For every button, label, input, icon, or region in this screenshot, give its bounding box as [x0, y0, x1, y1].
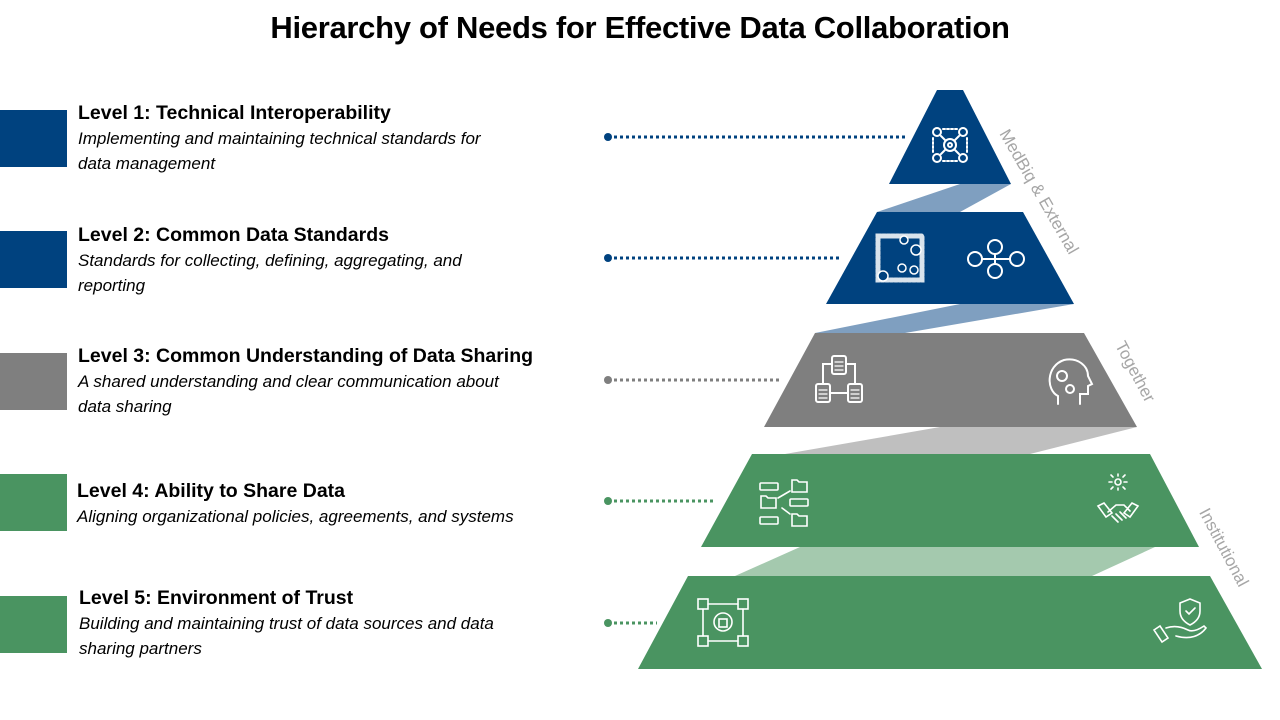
level-1-desc-line1: Implementing and maintaining technical s…	[78, 129, 481, 148]
page-title: Hierarchy of Needs for Effective Data Co…	[270, 10, 1010, 45]
handshake-data-icon	[1096, 473, 1140, 523]
blockchain-lock-icon	[697, 598, 749, 647]
level-2-legend: Level 2: Common Data Standards Standards…	[0, 222, 600, 302]
connected-users-icon	[967, 239, 1025, 279]
level-2-desc-line2: reporting	[78, 276, 146, 295]
pyramid-level-5	[638, 576, 1262, 669]
band-4-5	[735, 547, 1155, 576]
hand-shield-icon	[1152, 598, 1208, 644]
head-gears-icon	[1048, 358, 1094, 405]
level-3-desc-line2: data sharing	[78, 397, 172, 416]
pyramid-level-4	[701, 454, 1199, 547]
band-3-4	[785, 427, 1137, 454]
level-4-legend: Level 4: Ability to Share Data Aligning …	[0, 474, 600, 538]
level-3-legend: Level 3: Common Understanding of Data Sh…	[0, 343, 600, 423]
network-gears-icon	[932, 127, 968, 163]
level-5-title: Level 5: Environment of Trust	[79, 587, 354, 609]
level-2-swatch	[0, 231, 67, 288]
leader-line-4	[604, 497, 714, 505]
pyramid-level-1	[889, 90, 1011, 184]
leader-line-3	[604, 376, 782, 384]
level-5-desc-line2: sharing partners	[79, 639, 202, 658]
binary-data-icon	[875, 233, 925, 283]
leader-line-2	[604, 254, 840, 262]
level-1-desc-line2: data management	[78, 154, 216, 173]
level-1-legend: Level 1: Technical Interoperability Impl…	[0, 100, 600, 180]
pyramid-level-3	[764, 333, 1137, 427]
level-1-title: Level 1: Technical Interoperability	[78, 102, 391, 124]
level-5-desc-line1: Building and maintaining trust of data s…	[79, 614, 494, 633]
level-2-title: Level 2: Common Data Standards	[78, 224, 389, 246]
band-2-3	[815, 304, 1074, 333]
document-hierarchy-icon	[815, 355, 863, 403]
level-4-desc-line1: Aligning organizational policies, agreem…	[77, 507, 514, 526]
level-2-desc-line1: Standards for collecting, defining, aggr…	[78, 251, 462, 270]
level-3-swatch	[0, 353, 67, 410]
level-3-title: Level 3: Common Understanding of Data Sh…	[78, 345, 534, 367]
file-transfer-icon	[759, 479, 809, 527]
level-5-legend: Level 5: Environment of Trust Building a…	[0, 585, 600, 665]
pyramid-level-2	[826, 212, 1074, 304]
level-1-swatch	[0, 110, 67, 167]
leader-line-5	[604, 619, 657, 627]
level-4-title: Level 4: Ability to Share Data	[77, 480, 346, 502]
band-1-2	[877, 184, 1011, 212]
level-3-desc-line1: A shared understanding and clear communi…	[78, 372, 499, 391]
leader-line-1	[604, 133, 906, 141]
level-4-swatch	[0, 474, 67, 531]
level-5-swatch	[0, 596, 67, 653]
